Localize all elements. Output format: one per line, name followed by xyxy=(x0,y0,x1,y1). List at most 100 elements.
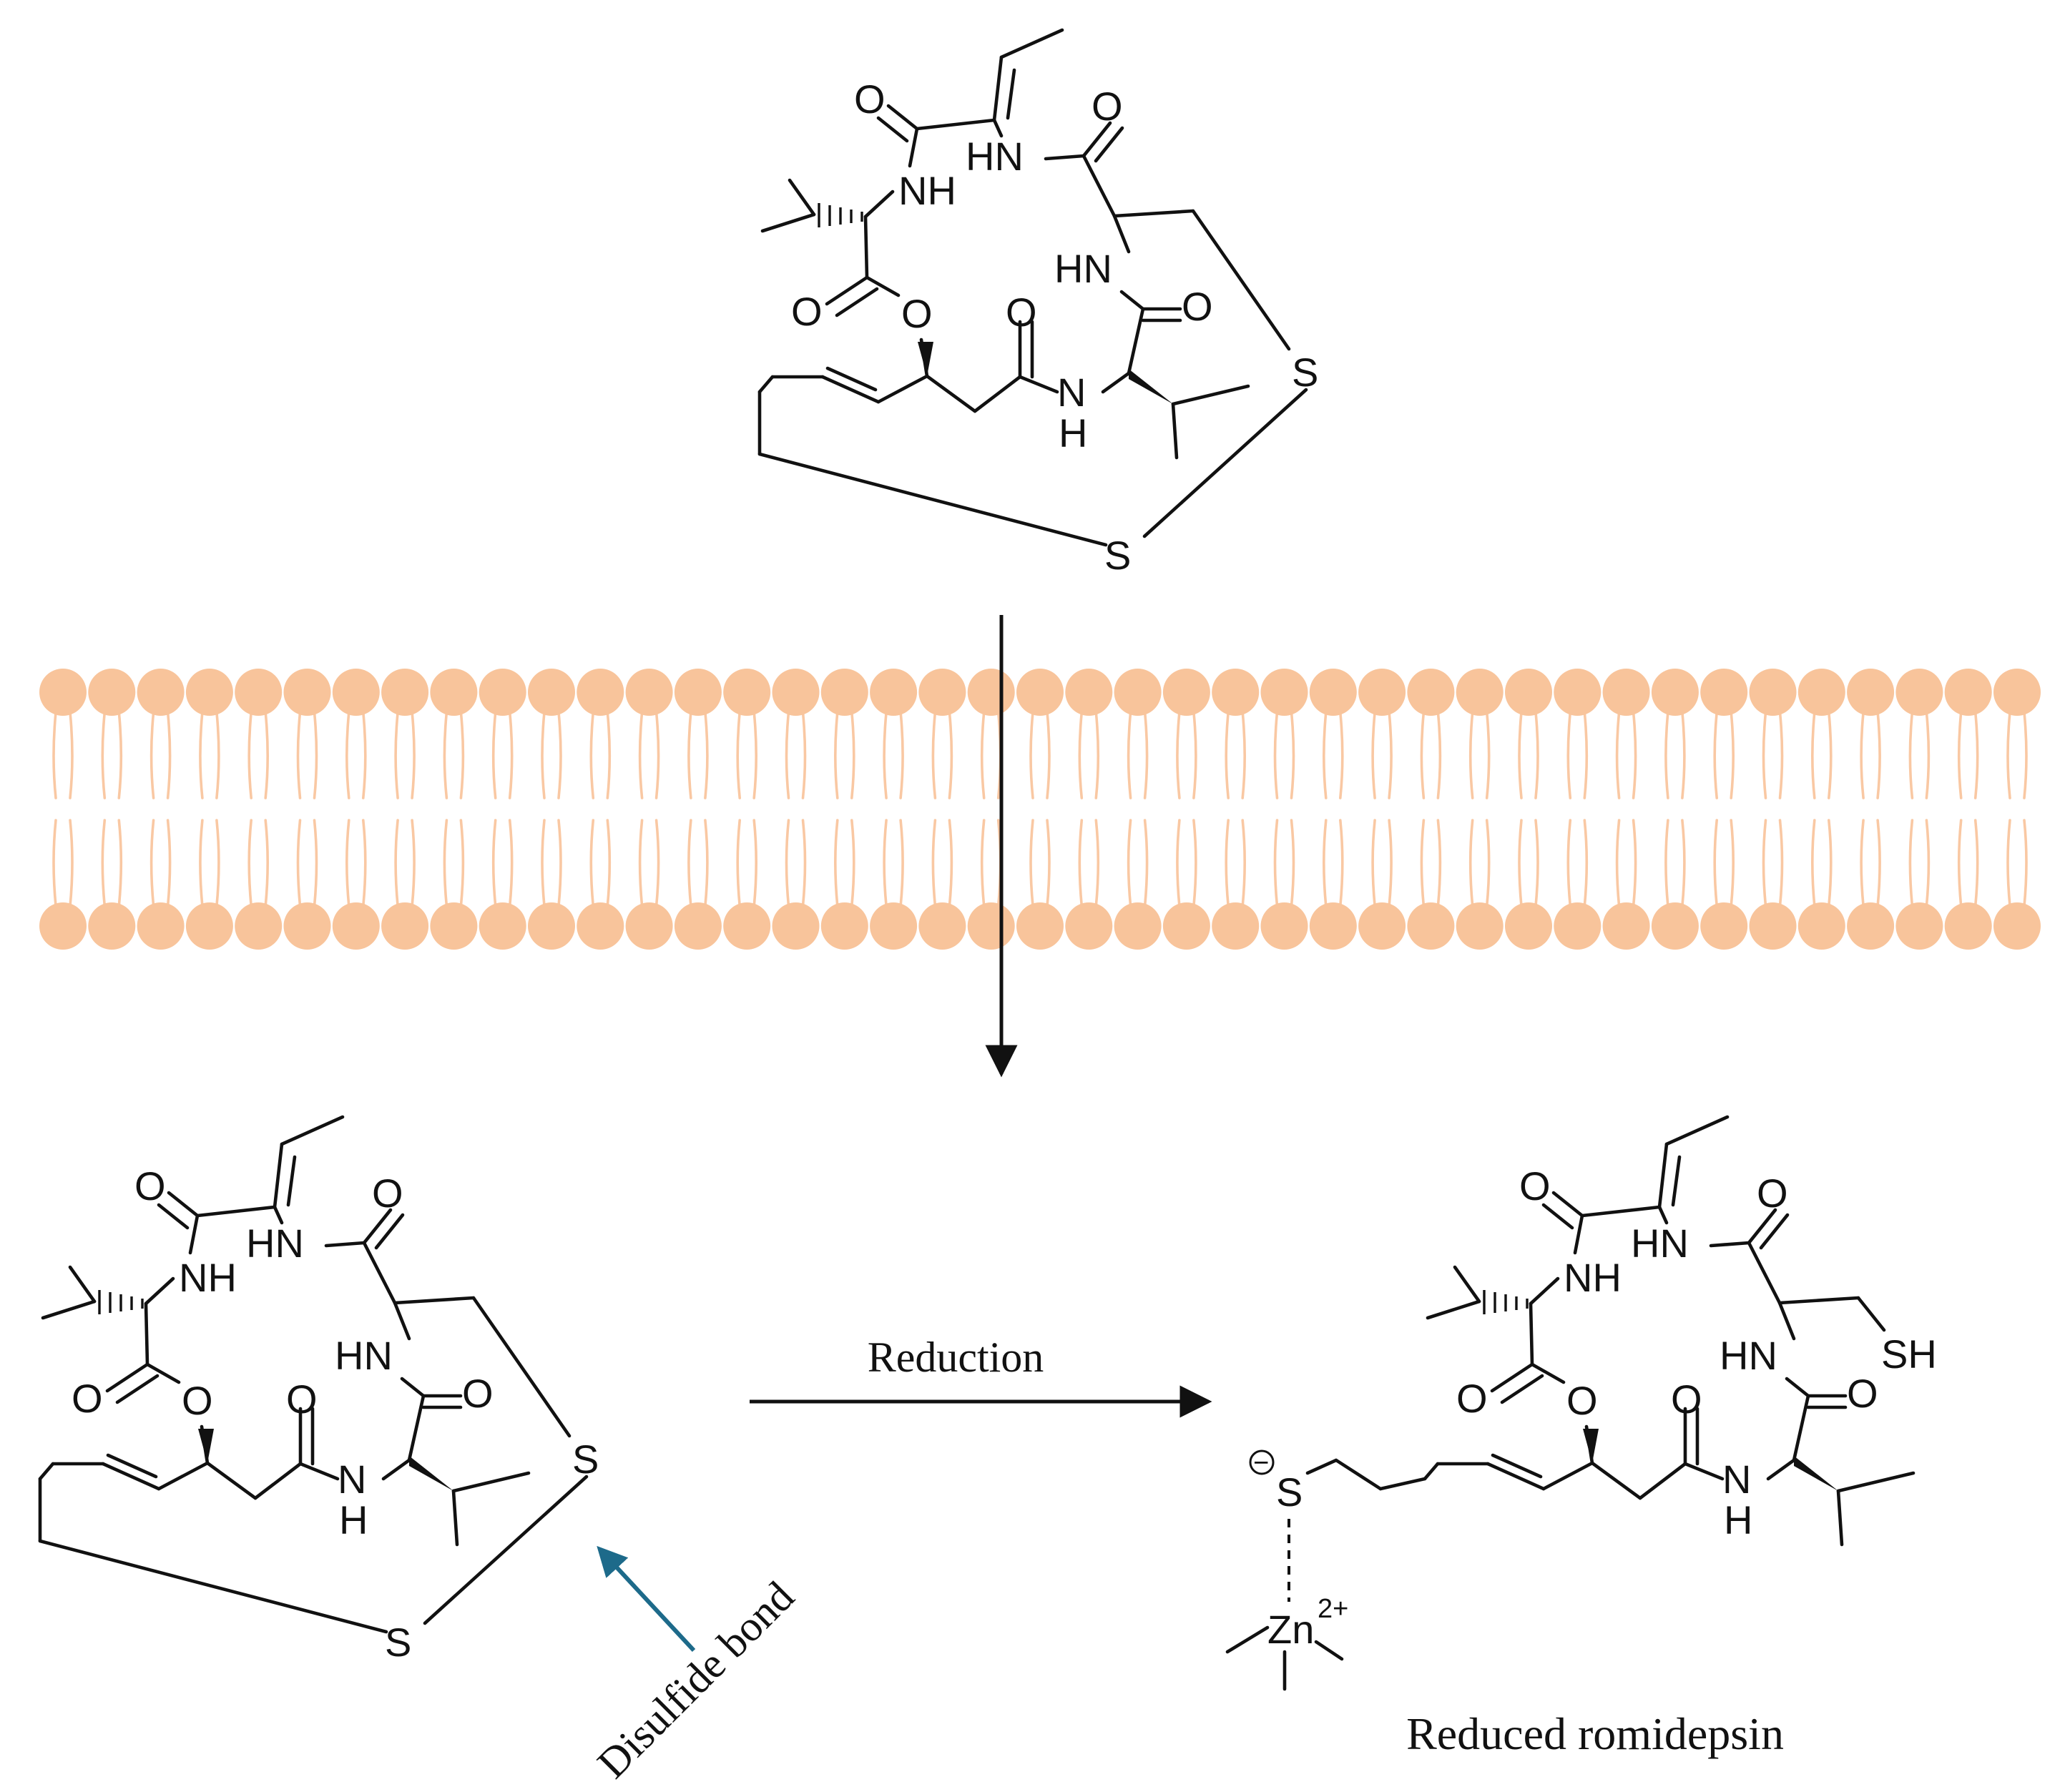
atom-o: O xyxy=(1182,284,1213,329)
lipid-tail xyxy=(1566,819,1589,907)
lipid-tail xyxy=(834,711,855,799)
product-caption: Reduced romidepsin xyxy=(1406,1708,1784,1759)
lipid-tail xyxy=(589,711,612,799)
atom-nh: NH xyxy=(898,168,956,213)
lipid-tail xyxy=(199,711,220,799)
lipid-head xyxy=(1700,902,1748,950)
lipid-tail xyxy=(296,711,318,799)
lipid-tail xyxy=(1713,711,1735,799)
lipid-tail xyxy=(443,711,465,799)
lipid-head xyxy=(1944,669,1992,716)
lipid-tail xyxy=(1713,819,1735,907)
lipid-tail xyxy=(931,819,953,907)
lipid-head xyxy=(479,669,526,716)
lipid-head xyxy=(88,669,136,716)
lipid-tail xyxy=(1957,711,1979,799)
atom-h: H xyxy=(1059,410,1087,456)
atom-s: S xyxy=(385,1620,411,1665)
lipid-head xyxy=(1407,669,1455,716)
atom-nh: NH xyxy=(1564,1255,1622,1300)
lipid-tail xyxy=(1762,711,1784,799)
atom-o: O xyxy=(372,1171,403,1216)
lipid-head xyxy=(1993,902,2041,950)
lipid-head xyxy=(1749,669,1797,716)
atom-s: S xyxy=(572,1437,599,1482)
lipid-head xyxy=(479,902,526,950)
negative-charge-sign: − xyxy=(1253,1448,1269,1478)
atom-o: O xyxy=(462,1371,494,1416)
lipid-tail xyxy=(1664,819,1686,907)
lipid-tail xyxy=(101,711,123,799)
lipid-head xyxy=(820,669,868,716)
lipid-head xyxy=(1456,902,1504,950)
lipid-head xyxy=(1065,669,1113,716)
atom-o: O xyxy=(134,1163,166,1208)
lipid-tail xyxy=(1225,711,1246,799)
lipid-tail xyxy=(589,819,612,907)
lipid-tail xyxy=(149,819,172,907)
atom-n: N xyxy=(338,1457,366,1502)
lipid-head xyxy=(1651,902,1699,950)
lipid-tail xyxy=(736,711,757,799)
lipid-head xyxy=(381,669,429,716)
lipid-tail xyxy=(1566,711,1589,799)
lipid-tail xyxy=(1762,819,1784,907)
atom-o: O xyxy=(1092,84,1123,129)
lipid-tail xyxy=(1371,711,1393,799)
lipid-tail xyxy=(1127,711,1149,799)
lipid-head xyxy=(137,902,185,950)
lipid-tail xyxy=(1860,711,1881,799)
lipid-head xyxy=(1797,902,1845,950)
lipid-tail xyxy=(736,819,757,907)
atom-h: H xyxy=(339,1497,368,1542)
atom-s-thiolate: S xyxy=(1276,1469,1303,1515)
lipid-head xyxy=(235,669,283,716)
lipid-head xyxy=(1016,669,1064,716)
lipid-tail xyxy=(491,711,514,799)
lipid-head xyxy=(820,902,868,950)
atom-o: O xyxy=(1006,290,1037,335)
atom-o: O xyxy=(1847,1371,1878,1416)
lipid-head xyxy=(1554,669,1602,716)
lipid-head xyxy=(1554,902,1602,950)
lipid-tail xyxy=(1615,711,1637,799)
atom-sh: SH xyxy=(1881,1331,1937,1377)
lipid-tail xyxy=(1908,711,1931,799)
lipid-tail xyxy=(247,819,269,907)
atom-nh: NH xyxy=(179,1255,237,1300)
lipid-head xyxy=(967,902,1015,950)
lipid-tail xyxy=(394,711,416,799)
atom-o: O xyxy=(1519,1163,1551,1208)
lipid-tail xyxy=(785,819,807,907)
lipid-head xyxy=(1016,902,1064,950)
lipid-head xyxy=(430,669,478,716)
lipid-tail xyxy=(834,819,855,907)
atom-hn: HN xyxy=(1054,246,1112,291)
lipid-head xyxy=(1895,669,1943,716)
lipid-head xyxy=(528,669,575,716)
atom-hn: HN xyxy=(335,1333,393,1378)
lipid-head xyxy=(1114,902,1162,950)
lipid-tail xyxy=(1518,711,1539,799)
atom-s: S xyxy=(1292,350,1318,395)
lipid-head xyxy=(185,902,233,950)
lipid-head xyxy=(283,669,331,716)
disulfide-bond-label: Disulfide bond xyxy=(589,1572,803,1787)
lipid-tail xyxy=(883,819,904,907)
lipid-head xyxy=(39,902,87,950)
lipid-head xyxy=(1309,669,1357,716)
lipid-tail xyxy=(1176,711,1197,799)
lipid-head xyxy=(772,669,820,716)
lipid-head xyxy=(1749,902,1797,950)
lipid-tail xyxy=(883,711,904,799)
atom-o: O xyxy=(901,291,933,336)
lipid-head xyxy=(430,902,478,950)
lipid-head xyxy=(1797,669,1845,716)
lipid-tail xyxy=(638,819,660,907)
atom-n: N xyxy=(1057,370,1086,415)
lipid-tail xyxy=(394,819,416,907)
lipid-tail xyxy=(443,819,465,907)
lipid-tail xyxy=(1176,819,1197,907)
reduced-romidepsin-structure: SH S − Zn 2+ O NH HN O HN O O O O N H xyxy=(1225,1117,1937,1691)
lipid-tail xyxy=(1908,819,1931,907)
